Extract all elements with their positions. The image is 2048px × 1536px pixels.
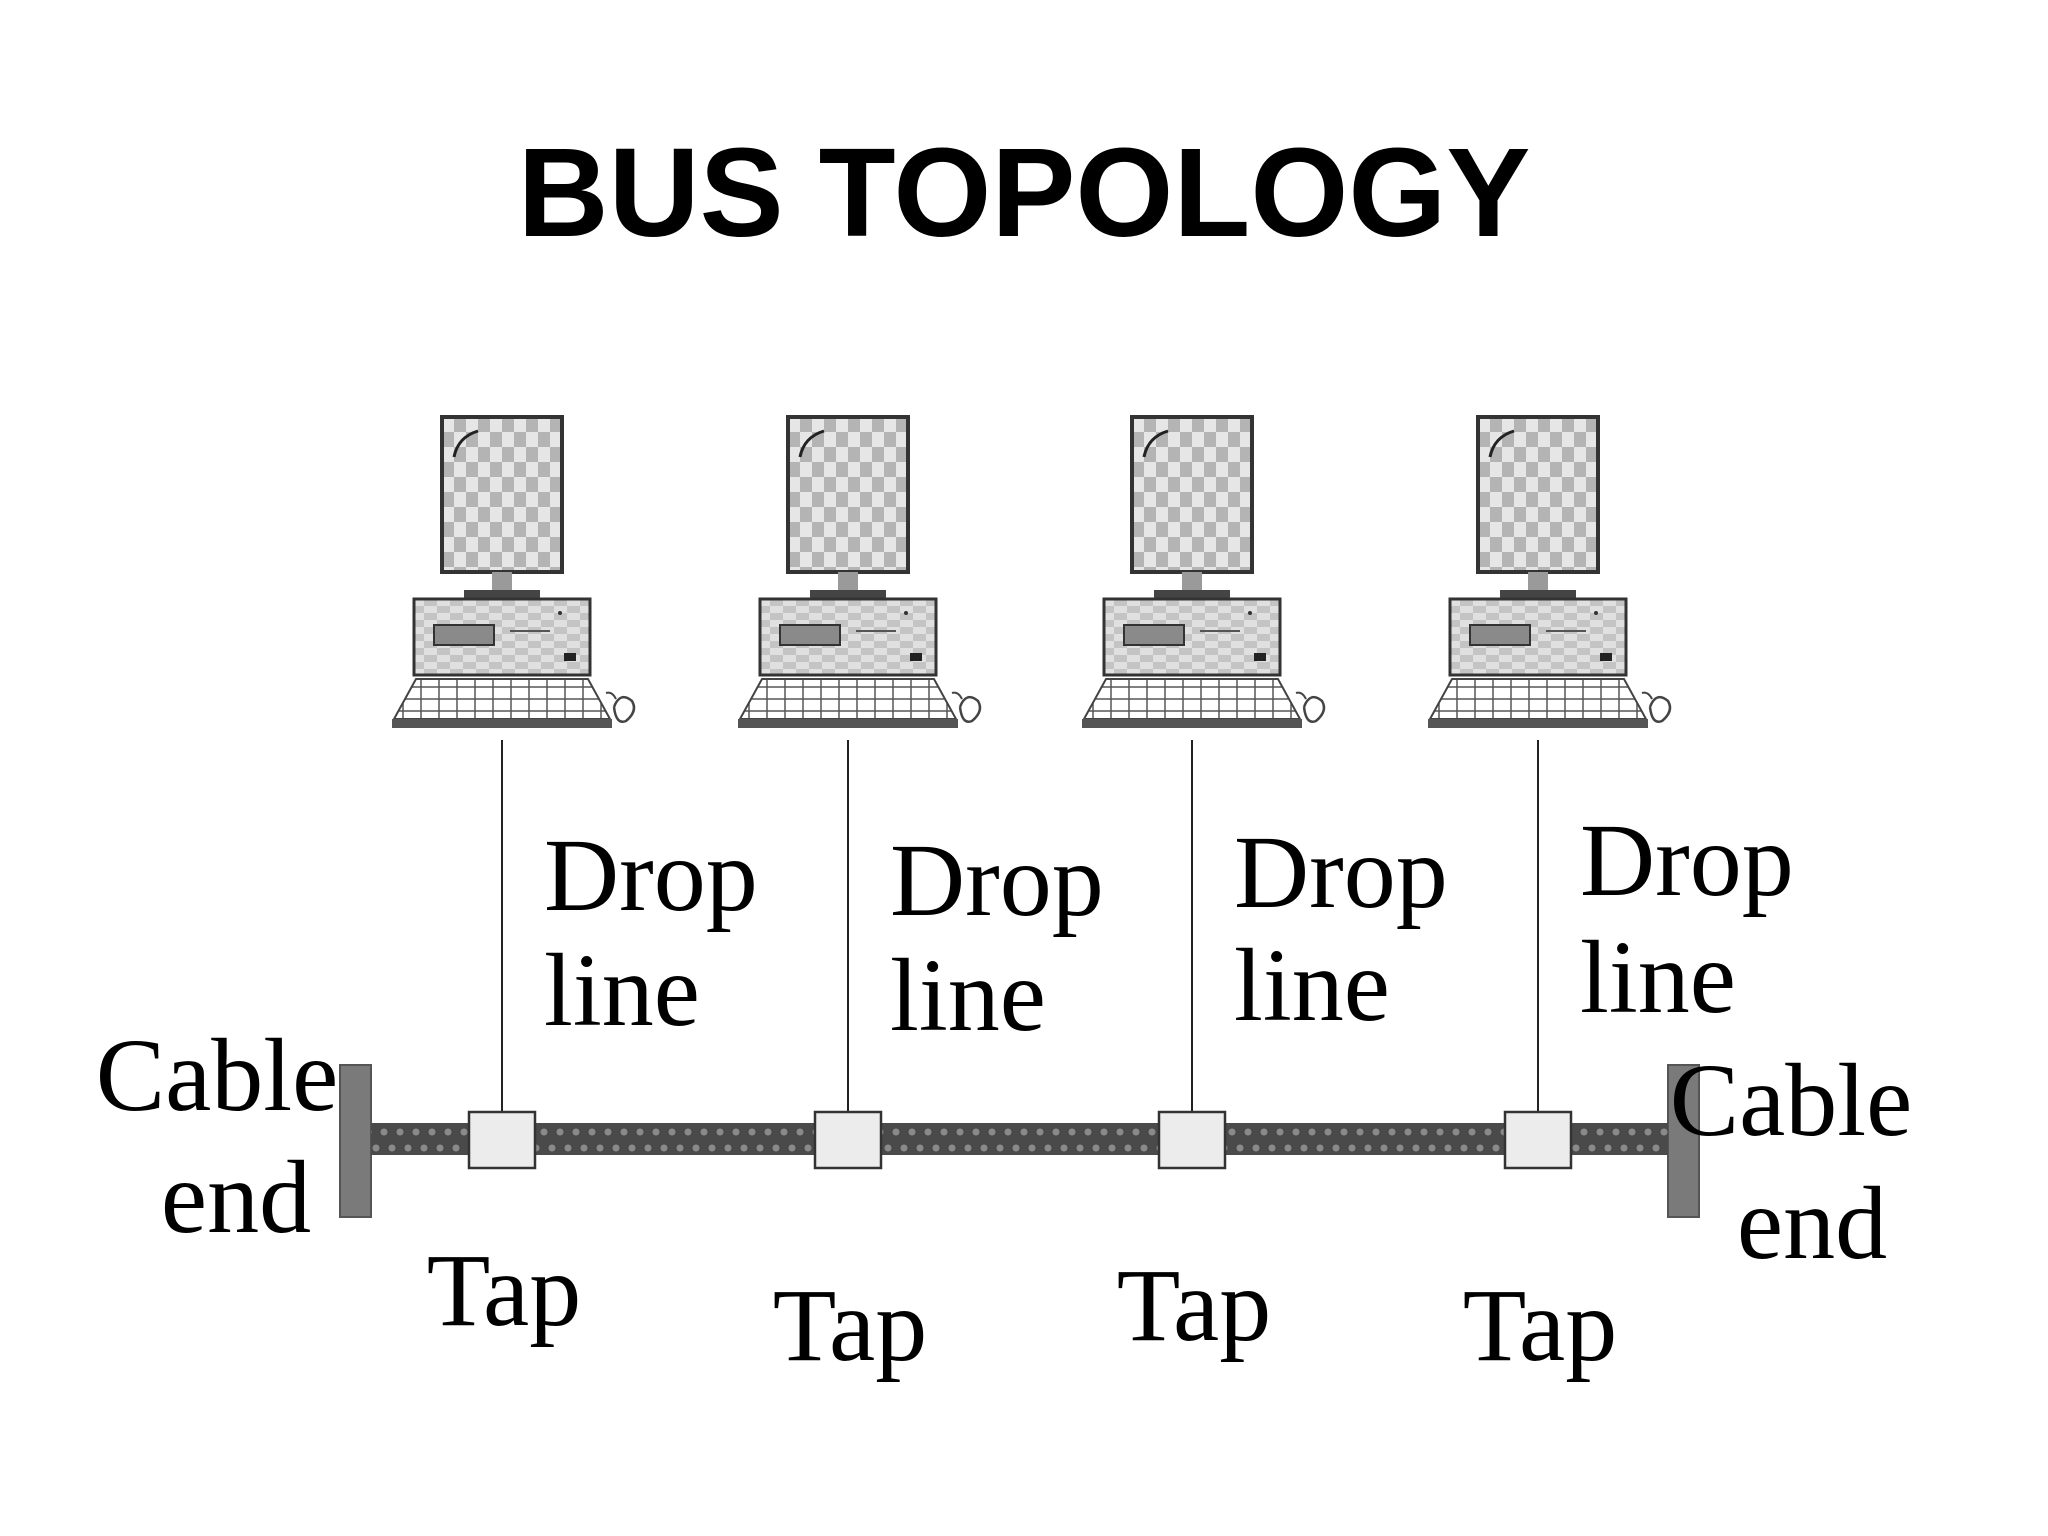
desktop-computer-icon <box>390 415 636 730</box>
drop-line-label-line2: line <box>1234 928 1390 1043</box>
page-title: BUS TOPOLOGY <box>517 122 1531 263</box>
desktop-computer-icon <box>1426 415 1672 730</box>
cable-end-label-right: Cable end <box>1670 1043 1939 1281</box>
desktop-computer-icon <box>1080 415 1326 730</box>
cable-end-label-right-line2: end <box>1737 1166 1887 1281</box>
tap-label: Tap <box>427 1233 581 1348</box>
bus-cable <box>371 1123 1668 1155</box>
tap-connector <box>1503 1110 1573 1170</box>
drop-line-label-line1: Drop <box>1580 803 1794 918</box>
drop-line-label-line1: Drop <box>890 823 1104 938</box>
cable-end-label-left-line1: Cable <box>96 1018 339 1133</box>
drop-line-label-line1: Drop <box>1234 815 1448 930</box>
drop-line-label-line2: line <box>544 933 700 1048</box>
tap-label: Tap <box>773 1268 927 1383</box>
cable-end-label-right-line1: Cable <box>1670 1043 1913 1158</box>
tap-label: Tap <box>1117 1248 1271 1363</box>
drop-line-label-line2: line <box>890 938 1046 1053</box>
tap-connector <box>467 1110 537 1170</box>
drop-line-label-line2: line <box>1580 920 1736 1035</box>
desktop-computer-icon <box>736 415 982 730</box>
cable-end-terminator-left <box>339 1064 372 1218</box>
drop-line-label-line1: Drop <box>544 818 758 933</box>
cable-end-label-left-line2: end <box>161 1140 311 1255</box>
cable-end-label-left: Cable end <box>96 1018 365 1255</box>
tap-label: Tap <box>1463 1268 1617 1383</box>
cable-end-terminator-right <box>1667 1064 1700 1218</box>
tap-connector <box>1157 1110 1227 1170</box>
tap-connector <box>813 1110 883 1170</box>
